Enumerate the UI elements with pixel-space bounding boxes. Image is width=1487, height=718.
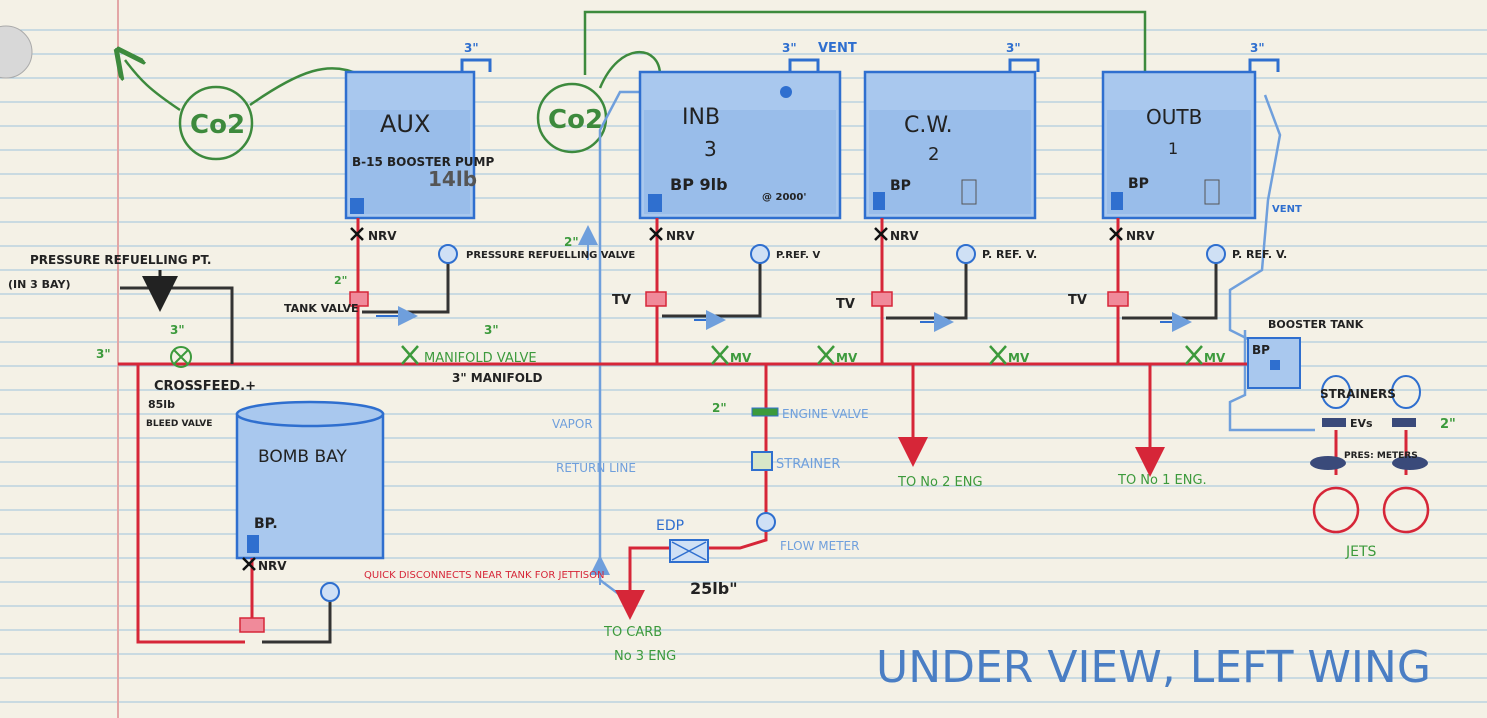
tv-label-cw: TV [836,297,855,312]
return-line-label: RETURN LINE [556,461,636,475]
booster-pump-icon [350,198,364,214]
booster-pump-icon [648,194,662,212]
tank-aux [346,72,474,218]
booster-tank-bp: BP [1252,343,1270,357]
to-no2-label: TO No 2 ENG [897,475,983,490]
tank-cw-name: C.W. [904,113,953,138]
tank-outb-num: 1 [1168,139,1178,158]
strainer-right-icon [1392,376,1420,408]
strainer-label: STRAINER [776,457,840,472]
tank-valve-label: TANK VALVE [284,302,359,315]
vent-size-cw: 3" [1006,41,1021,55]
tank-cw [865,72,1035,218]
mv-label-4: MV [1204,351,1226,365]
mv-label-1: MV [730,351,752,365]
mv-label-3: MV [1008,351,1030,365]
vent-label-outb: VENT [1272,204,1302,215]
pres-meter-left-icon [1310,456,1346,470]
bleed-valve-weight: 85lb [148,398,175,411]
bleed-valve-label: BLEED VALVE [146,419,212,429]
no3-eng-label: No 3 ENG [614,649,676,664]
quick-disconnects-label: QUICK DISCONNECTS NEAR TANK FOR JETTISON [364,570,604,581]
engine-valve-icon [752,408,778,416]
co2-label-right: Co2 [548,105,603,135]
ev-line-size: 2" [1440,417,1456,432]
booster-pump-icon [247,535,259,553]
page-title: UNDER VIEW, LEFT WING [876,642,1431,693]
engine-line-size: 2" [712,401,727,415]
tank-outb-pump: BP [1128,176,1149,192]
tv-label-outb: TV [1068,293,1087,308]
tv-label-inb: TV [612,293,631,308]
crossfeed-size: 3" [170,323,185,337]
tank-bomb-bay-name: BOMB BAY [258,447,347,467]
booster-pump-icon [1270,360,1280,370]
ev-left-icon [1322,418,1346,427]
tank-cw-pump: BP [890,178,911,194]
pressure-refuel-valves [321,245,1225,601]
co2-label-left: Co2 [190,110,245,140]
p-ref-v-inb: P.REF. V [776,250,820,261]
nrv-label-bomb-bay: NRV [258,559,287,573]
vapor-label: VAPOR [552,417,593,431]
edp-pressure: 25lb" [690,579,738,598]
pres-meters-label: PRES: METERS [1344,451,1418,461]
nrv-label-cw: NRV [890,229,919,243]
nrv-label-inb: NRV [666,229,695,243]
vent-label-inb: VENT [818,41,857,56]
flow-meter-label: FLOW METER [780,539,859,553]
flow-meter-icon [757,513,775,531]
jets-label: JETS [1345,544,1377,560]
evs-label: EVs [1350,417,1373,430]
flow-arrows [376,316,1182,322]
p-ref-v-outb: P. REF. V. [1232,248,1287,261]
nrv-label-outb: NRV [1126,229,1155,243]
tank-gauge-icon [780,86,792,98]
pressure-refuel-point: PRESSURE REFUELLING PT. [30,253,211,267]
tank-bomb-bay-pump: BP. [254,516,278,532]
tank-inb-name: INB [682,105,720,130]
vent-size-outb: 3" [1250,41,1265,55]
tank-valve-size: 2" [334,274,347,287]
strainer-icon [752,452,772,470]
edp-label: EDP [656,518,684,534]
crossfeed-label: CROSSFEED.+ [154,379,256,394]
vent-size-inb: 3" [782,41,797,55]
pressure-refuel-valve-label: PRESSURE REFUELLING VALVE [466,250,635,261]
manifold-valve-label: MANIFOLD VALVE [424,351,537,366]
booster-pump-icon [873,192,885,210]
tank-inb [640,72,840,218]
manifold-size-mid: 3" [484,323,499,337]
binder-hole [0,26,32,78]
tank-outb-name: OUTB [1146,105,1202,129]
tank-inb-pump: BP 9lb [670,175,728,194]
tank-inb-pump-note: @ 2000' [762,192,806,203]
booster-pump-icon [1111,192,1123,210]
manifold-label: 3" MANIFOLD [452,371,543,385]
manifold-size-left: 3" [96,347,111,361]
tank-aux-weight: 14lb [428,167,477,191]
pressure-refuel-location: (IN 3 BAY) [8,278,70,291]
nrv-label-aux: NRV [368,229,397,243]
tank-bomb-bay [237,402,383,558]
to-carb-label: TO CARB [603,625,662,640]
engine-valve-label: ENGINE VALVE [782,407,869,421]
strainers-label: STRAINERS [1320,387,1396,401]
tank-aux-name: AUX [380,110,430,138]
p-ref-v-cw: P. REF. V. [982,248,1037,261]
vapor-line-size: 2" [564,235,579,249]
vent-size-aux: 3" [464,41,479,55]
tank-outb [1103,72,1255,218]
to-no1-label: TO No 1 ENG. [1117,473,1207,488]
mv-label-2: MV [836,351,858,365]
booster-tank-label: BOOSTER TANK [1268,318,1364,331]
tank-cw-num: 2 [928,144,939,165]
ev-right-icon [1392,418,1416,427]
tank-inb-num: 3 [704,137,717,161]
